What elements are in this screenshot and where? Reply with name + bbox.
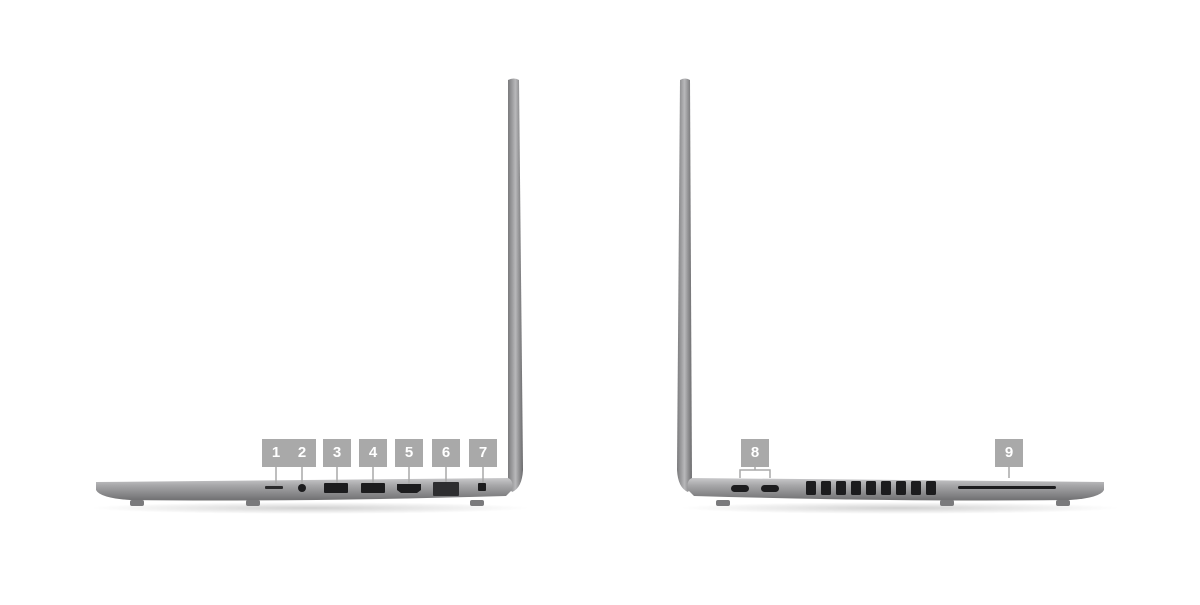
laptop-left-side (90, 78, 530, 514)
callout-3: 3 (323, 439, 351, 467)
hdmi-port (397, 484, 421, 493)
foot (246, 500, 260, 506)
usb-c-port (761, 485, 779, 492)
foot (470, 500, 484, 506)
callout-1: 1 (262, 439, 290, 467)
audio-jack (298, 484, 306, 492)
foot (1056, 500, 1070, 506)
callout-6: 6 (432, 439, 460, 467)
laptop-left-shadow (90, 502, 530, 514)
usb-a-port (324, 483, 348, 493)
callout-2: 2 (288, 439, 316, 467)
callout-8: 8 (741, 439, 769, 467)
lock-slot (478, 483, 486, 491)
usb-a-port (361, 483, 385, 493)
laptop-left-lid (508, 78, 523, 492)
laptop-right-lid (677, 78, 692, 492)
callout-leaders-left (275, 467, 484, 484)
callout-leaders-right (739, 462, 1010, 478)
ethernet-port (433, 482, 459, 496)
laptop-right-shadow (680, 502, 1120, 514)
laptop-right-base (687, 478, 1104, 501)
callout-7: 7 (469, 439, 497, 467)
callout-9: 9 (995, 439, 1023, 467)
callout-4: 4 (359, 439, 387, 467)
laptop-right-side (677, 78, 1120, 514)
callout-5: 5 (395, 439, 423, 467)
air-vents (806, 481, 936, 495)
usb-c-port (731, 485, 749, 492)
foot (940, 500, 954, 506)
smart-card-slot (958, 486, 1056, 489)
foot (130, 500, 144, 506)
sd-card-slot (265, 486, 283, 489)
foot (716, 500, 730, 506)
